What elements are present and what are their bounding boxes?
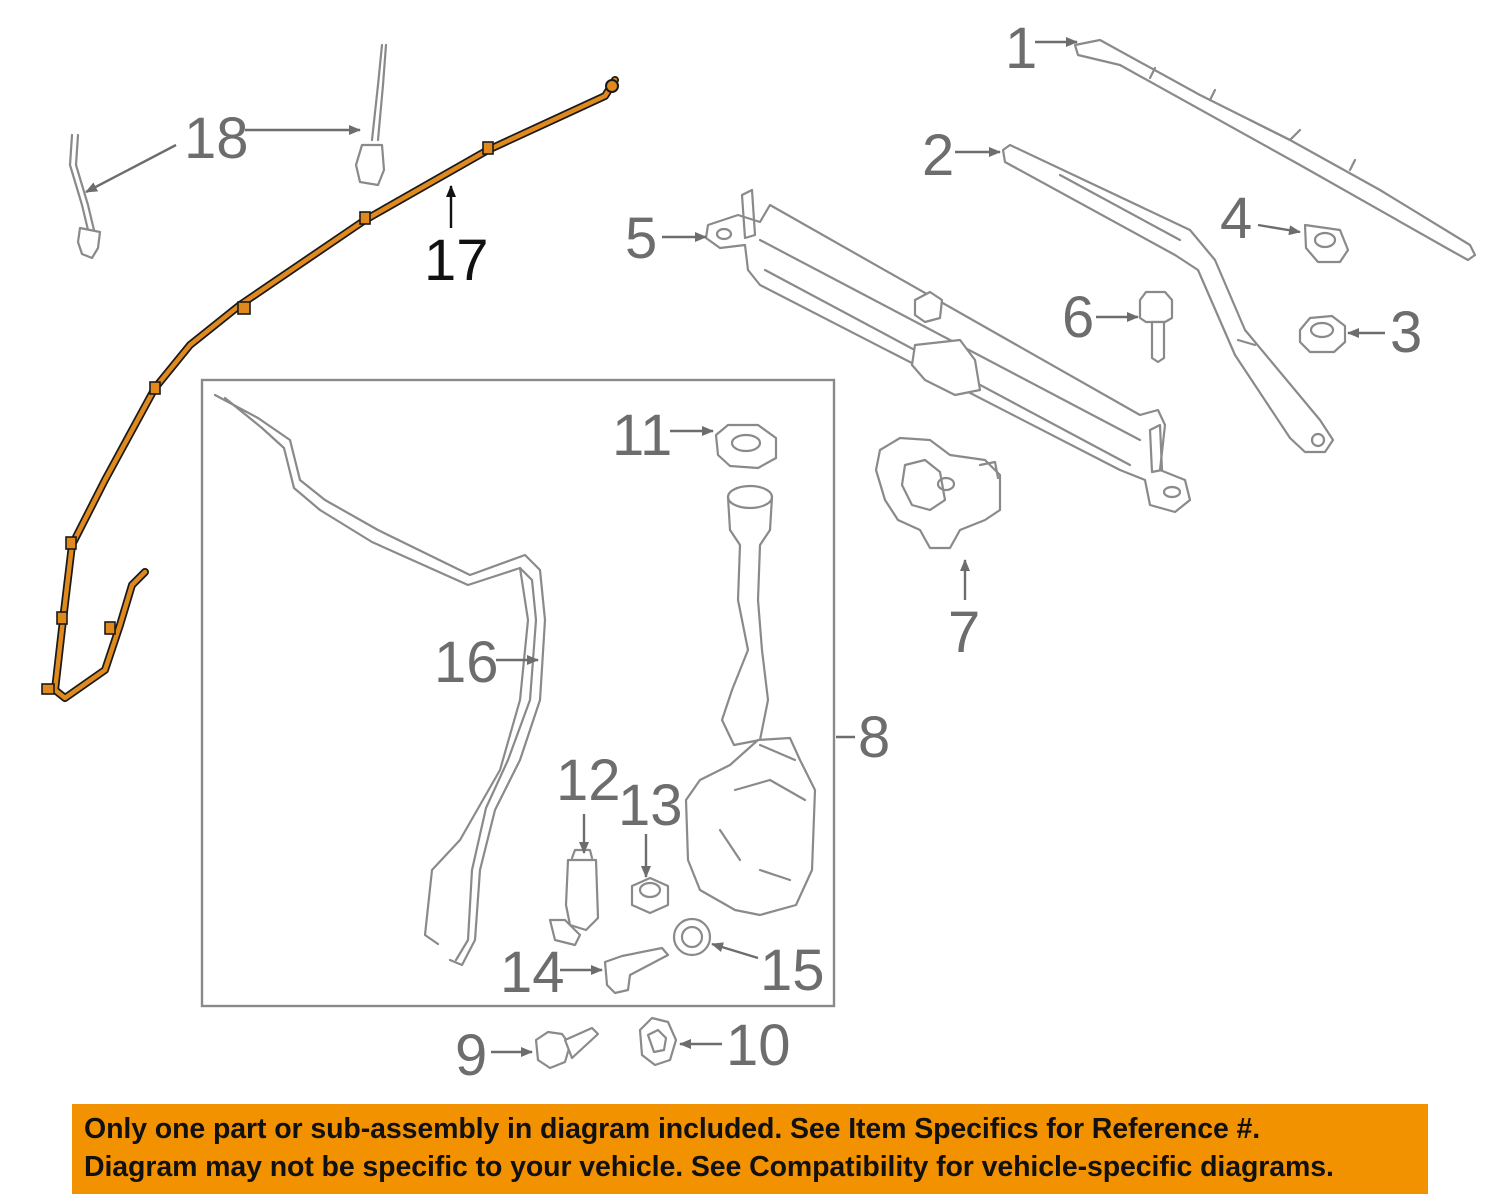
- part-9-bolt: [534, 1026, 600, 1070]
- disclaimer-banner: Only one part or sub-assembly in diagram…: [72, 1104, 1428, 1194]
- callout-8: 8: [858, 705, 890, 770]
- callout-3: 3: [1390, 300, 1422, 365]
- callout-14: 14: [500, 940, 565, 1005]
- part-6-bolt: [1138, 290, 1174, 364]
- callout-18: 18: [184, 106, 249, 171]
- disclaimer-line-1: Only one part or sub-assembly in diagram…: [84, 1113, 1261, 1145]
- part-8-washer-reservoir: [684, 484, 817, 917]
- part-3-nut: [1298, 314, 1347, 354]
- callout-2: 2: [922, 123, 954, 188]
- part-14-level-sensor: [603, 946, 670, 995]
- callout-10: 10: [726, 1013, 791, 1078]
- part-12-washer-pump: [548, 848, 600, 947]
- callout-5: 5: [625, 206, 657, 271]
- disclaimer-line-2: Diagram may not be specific to your vehi…: [84, 1151, 1334, 1183]
- part-17-washer-hose: [41, 76, 619, 702]
- part-4-arm-cap: [1303, 223, 1350, 264]
- callout-16: 16: [434, 630, 499, 695]
- part-7-wiper-motor: [874, 436, 1002, 550]
- callout-9: 9: [455, 1023, 487, 1088]
- callout-labels: 1 2 3 4 5 6 7 8 9 10 11 12 13 14 15 16 1…: [184, 16, 1422, 1088]
- callout-6: 6: [1062, 285, 1094, 350]
- part-5-wiper-linkage: [704, 188, 1192, 514]
- part-1-wiper-blade: [1073, 38, 1477, 262]
- callout-4: 4: [1220, 186, 1252, 251]
- callout-1: 1: [1005, 16, 1037, 81]
- callout-13: 13: [618, 773, 683, 838]
- reservoir-group-box: [200, 378, 836, 1008]
- part-16-washer-hose: [213, 393, 547, 967]
- part-13-grommet: [630, 876, 670, 915]
- part-11-seal: [714, 423, 778, 470]
- callout-15: 15: [760, 938, 825, 1003]
- part-18-washer-nozzles: [68, 43, 388, 260]
- callout-11: 11: [612, 403, 672, 468]
- callout-12: 12: [556, 748, 621, 813]
- part-10-nut: [638, 1016, 678, 1067]
- part-15-grommet: [672, 917, 712, 957]
- callout-7: 7: [948, 600, 980, 665]
- callout-17: 17: [424, 228, 489, 293]
- part-2-wiper-arm: [1001, 143, 1335, 454]
- leader-lines: [85, 37, 1385, 1057]
